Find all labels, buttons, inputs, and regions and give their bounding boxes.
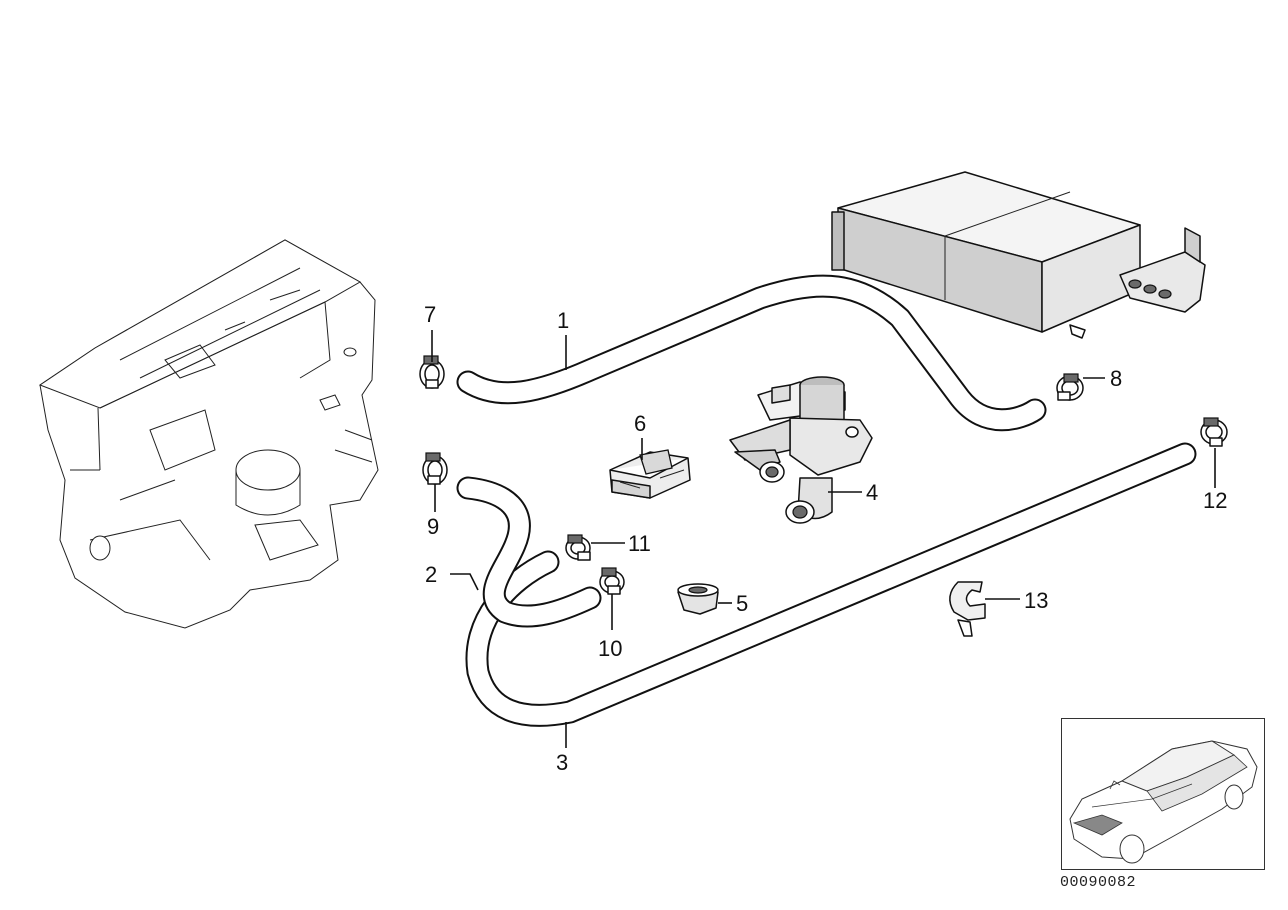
engine-block-illustration: [38, 239, 379, 629]
hose-clamp-7: [419, 355, 445, 389]
callout-3: 3: [556, 750, 568, 775]
water-valve-4: [729, 376, 873, 524]
hose-3: [465, 442, 1197, 727]
callout-10: 10: [598, 636, 622, 661]
callout-9: 9: [427, 514, 439, 539]
hose-1: [456, 274, 1047, 432]
callout-2: 2: [425, 562, 437, 587]
callout-8: 8: [1110, 366, 1122, 391]
hose-clamp-12: [1200, 417, 1228, 447]
bracket-6: [609, 449, 691, 499]
callout-7: 7: [424, 302, 436, 327]
car-icon: [1069, 740, 1258, 864]
clip-13: [949, 581, 986, 637]
callout-13: 13: [1024, 588, 1048, 613]
hose-clamp-9: [422, 452, 448, 485]
callout-6: 6: [634, 411, 646, 436]
grommet-5: [677, 583, 719, 615]
diagram-reference-number: 00090082: [1060, 874, 1137, 891]
heater-core-illustration: [831, 171, 1206, 339]
callout-5: 5: [736, 591, 748, 616]
callout-4: 4: [866, 480, 878, 505]
vehicle-locator-thumbnail: [1061, 718, 1265, 870]
hose-clamp-8: [1056, 373, 1084, 401]
leader-lines: [431, 330, 1216, 748]
callout-1: 1: [557, 308, 569, 333]
callout-12: 12: [1203, 488, 1227, 513]
callout-11: 11: [628, 531, 651, 556]
hose-clamp-10: [599, 567, 625, 595]
hose-2: [456, 476, 602, 628]
hose-clamp-11: [565, 534, 591, 561]
